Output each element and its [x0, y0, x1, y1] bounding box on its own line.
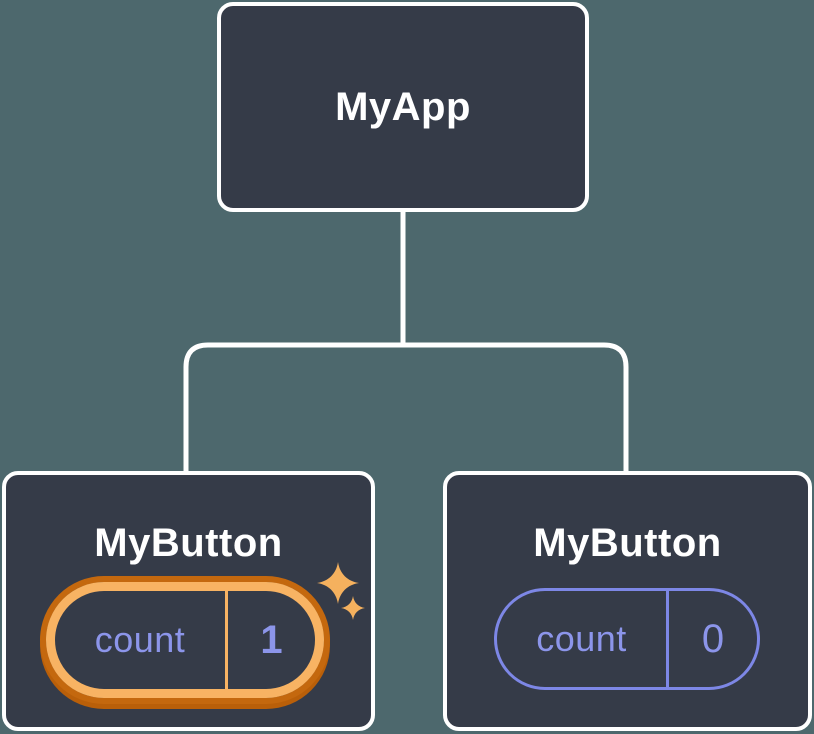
state-pill-highlighted: count 1: [46, 582, 324, 698]
node-myapp-label: MyApp: [335, 84, 471, 129]
sparkle-icon: [341, 596, 365, 620]
node-mybutton-right: MyButton count 0: [443, 471, 812, 731]
state-value: 0: [666, 591, 757, 687]
connector-branch-bracket: [183, 342, 629, 473]
state-value: 1: [225, 591, 315, 689]
node-mybutton-left-label: MyButton: [94, 521, 283, 565]
sparkle-icon: [317, 562, 359, 604]
node-mybutton-right-label: MyButton: [533, 521, 722, 565]
state-name-label: count: [94, 619, 186, 660]
state-pill: count 0: [494, 588, 760, 690]
node-mybutton-left: MyButton count 1: [2, 471, 375, 731]
state-name-label: count: [536, 618, 627, 659]
node-myapp: MyApp: [217, 2, 589, 212]
